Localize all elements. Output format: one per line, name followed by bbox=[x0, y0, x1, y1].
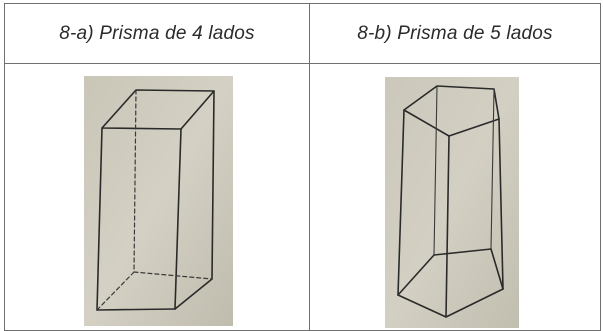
table-figure-row bbox=[4, 63, 601, 331]
four-sided-prism-sketch bbox=[84, 76, 233, 326]
prism-comparison-table: 8-a) Prisma de 4 lados 8-b) Prisma de 5 … bbox=[4, 3, 601, 331]
four-sided-prism-drawing bbox=[84, 76, 233, 326]
five-sided-prism-sketch bbox=[385, 77, 519, 328]
prism-table-container: 8-a) Prisma de 4 lados 8-b) Prisma de 5 … bbox=[4, 3, 601, 331]
figure-cell-5-sided-prism bbox=[309, 63, 601, 331]
five-sided-prism-drawing bbox=[385, 77, 519, 328]
table-header-row: 8-a) Prisma de 4 lados 8-b) Prisma de 5 … bbox=[4, 3, 601, 64]
header-cell-4-sided-prism: 8-a) Prisma de 4 lados bbox=[4, 3, 310, 64]
figure-cell-4-sided-prism bbox=[4, 63, 310, 331]
header-cell-5-sided-prism: 8-b) Prisma de 5 lados bbox=[309, 3, 601, 64]
